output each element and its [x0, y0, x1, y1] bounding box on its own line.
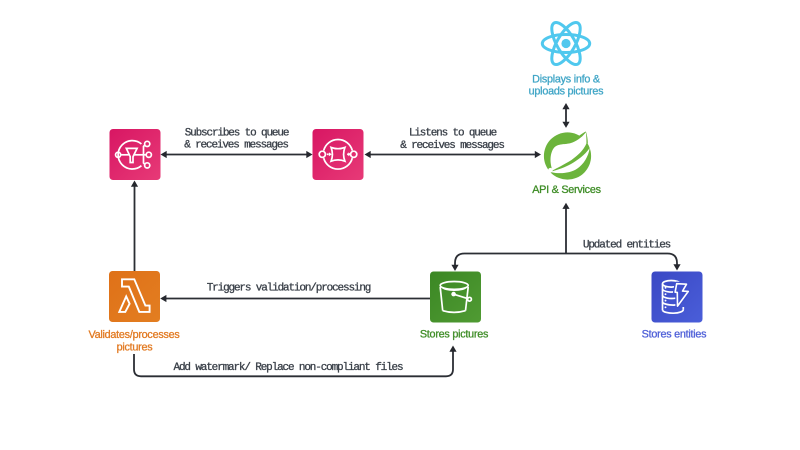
svg-text:Add watermark/ Replace non-com: Add watermark/ Replace non-compliant fil… — [174, 362, 403, 374]
svg-text:Stores pictures: Stores pictures — [420, 329, 489, 341]
svg-text:& receives messages: & receives messages — [400, 140, 504, 152]
svg-text:Updated entities: Updated entities — [583, 240, 671, 252]
svg-text:API & Services: API & Services — [532, 184, 601, 196]
svg-text:Validates/processes: Validates/processes — [88, 329, 180, 341]
svg-text:Triggers validation/processing: Triggers validation/processing — [207, 283, 371, 295]
svg-text:Subscribes to queue: Subscribes to queue — [185, 128, 289, 140]
svg-text:Listens to queue: Listens to queue — [409, 128, 497, 140]
svg-text:uploads pictures: uploads pictures — [529, 86, 604, 98]
svg-text:& receives messages: & receives messages — [184, 140, 288, 152]
svg-text:Stores entities: Stores entities — [642, 329, 708, 341]
svg-text:Displays info &: Displays info & — [532, 74, 601, 86]
svg-text:pictures: pictures — [117, 342, 154, 354]
